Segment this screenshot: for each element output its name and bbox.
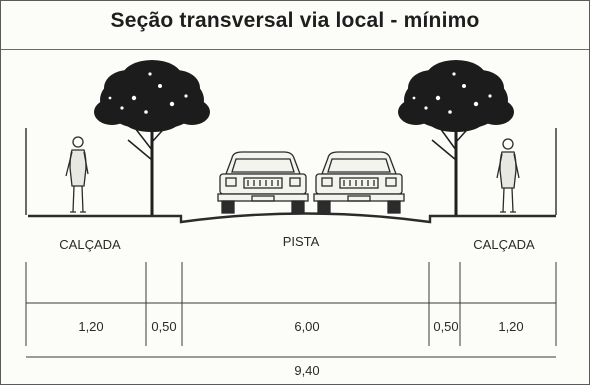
- right-sidewalk-label: CALÇADA: [473, 237, 535, 252]
- pedestrian-icon: [496, 138, 520, 213]
- total-width-dimension: 9,40: [294, 363, 320, 378]
- roadway-label: PISTA: [282, 234, 320, 249]
- diagram-title: Seção transversal via local - mínimo: [110, 9, 480, 32]
- roadway-dimension: 6,00: [294, 319, 320, 334]
- left-sidewalk-label: CALÇADA: [59, 237, 121, 252]
- pedestrian-icon: [65, 136, 89, 213]
- street-profile-line: [28, 212, 556, 224]
- left-sidewalk-dimension: 1,20: [78, 319, 104, 334]
- car-icon: [313, 151, 405, 214]
- right-gutter-dimension: 0,50: [433, 319, 459, 334]
- right-sidewalk-dimension: 1,20: [498, 319, 524, 334]
- car-icon: [217, 151, 309, 214]
- tree-icon: [398, 60, 514, 215]
- tree-icon: [94, 60, 210, 215]
- left-gutter-dimension: 0,50: [151, 319, 177, 334]
- title-bar: Seção transversal via local - mínimo: [1, 1, 589, 50]
